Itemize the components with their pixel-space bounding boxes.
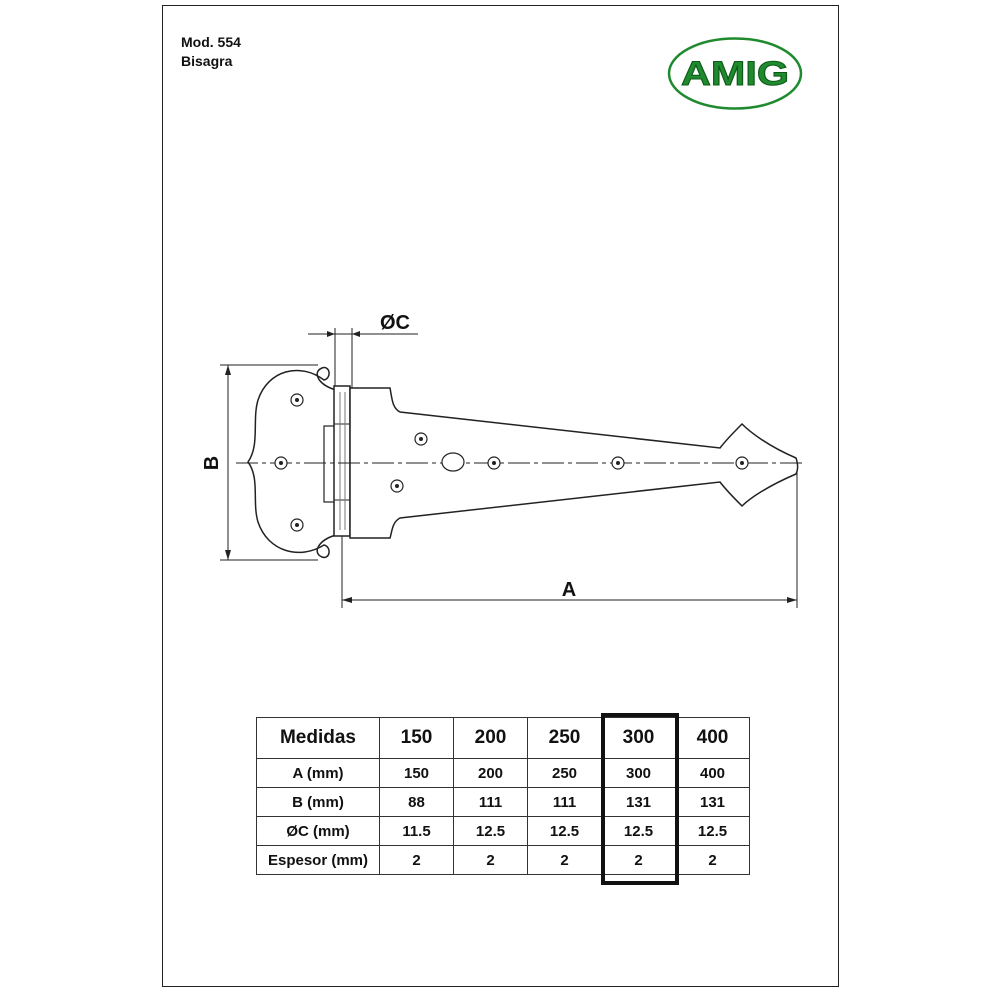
- document-frame: [162, 5, 839, 987]
- table-header-cell: 400: [675, 717, 750, 759]
- table-cell: 2: [379, 845, 454, 875]
- table-header-cell: 250: [527, 717, 602, 759]
- table-cell: 2: [675, 845, 750, 875]
- brand-logo-text: AMIG: [681, 55, 789, 93]
- table-cell: 12.5: [601, 816, 676, 846]
- dimension-label-b: B: [201, 456, 223, 470]
- table-cell: 150: [379, 758, 454, 788]
- row-label: A (mm): [256, 758, 380, 788]
- product-name: Bisagra: [181, 53, 233, 69]
- table-header-cell: 200: [453, 717, 528, 759]
- table-row: B (mm) 88 111 111 131 131: [256, 787, 750, 817]
- table-cell: 12.5: [527, 816, 602, 846]
- table-cell: 300: [601, 758, 676, 788]
- table-cell: 400: [675, 758, 750, 788]
- table-cell: 12.5: [675, 816, 750, 846]
- table-cell: 11.5: [379, 816, 454, 846]
- row-label: ØC (mm): [256, 816, 380, 846]
- dimension-label-a: A: [562, 579, 576, 601]
- table-cell: 111: [453, 787, 528, 817]
- table-row: ØC (mm) 11.5 12.5 12.5 12.5 12.5: [256, 816, 750, 846]
- model-header: Mod. 554 Bisagra: [181, 33, 241, 71]
- dimension-label-c: ØC: [380, 312, 410, 334]
- table-header-cell: 150: [379, 717, 454, 759]
- model-number: Mod. 554: [181, 34, 241, 50]
- table-header-row: Medidas 150 200 250 300 400: [256, 717, 750, 759]
- brand-logo: AMIG: [667, 37, 803, 110]
- table-cell: 2: [601, 845, 676, 875]
- table-cell: 131: [675, 787, 750, 817]
- table-cell: 250: [527, 758, 602, 788]
- table-cell: 200: [453, 758, 528, 788]
- table-row: Espesor (mm) 2 2 2 2 2: [256, 845, 750, 875]
- table-cell: 131: [601, 787, 676, 817]
- table-cell: 111: [527, 787, 602, 817]
- table-cell: 12.5: [453, 816, 528, 846]
- table-row: A (mm) 150 200 250 300 400: [256, 758, 750, 788]
- dimensions-table: Medidas 150 200 250 300 400 A (mm) 150 2…: [256, 717, 750, 875]
- table-header-label: Medidas: [256, 717, 380, 759]
- table-header-cell: 300: [601, 717, 676, 759]
- table-cell: 88: [379, 787, 454, 817]
- table-cell: 2: [453, 845, 528, 875]
- row-label: B (mm): [256, 787, 380, 817]
- table-cell: 2: [527, 845, 602, 875]
- row-label: Espesor (mm): [256, 845, 380, 875]
- hinge-drawing: A B ØC: [201, 312, 805, 608]
